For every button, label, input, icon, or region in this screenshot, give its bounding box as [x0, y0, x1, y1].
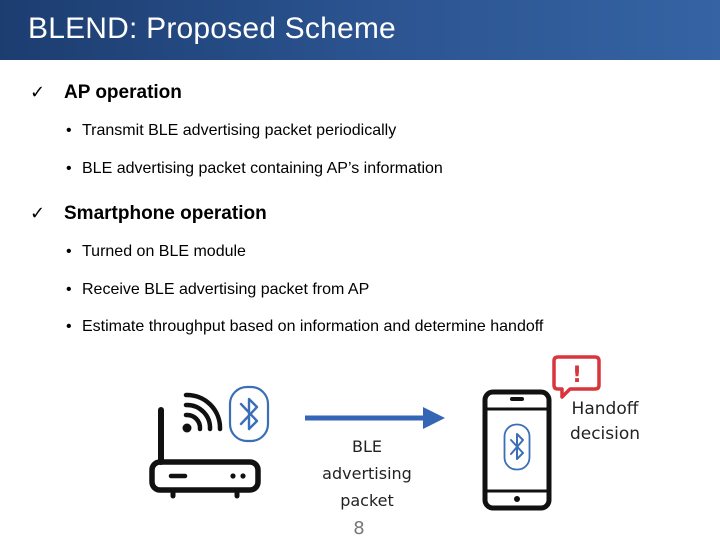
- arrow-label: BLE advertising packet: [312, 433, 422, 514]
- title-bar: BLEND: Proposed Scheme: [0, 0, 720, 60]
- section-title-ap: AP operation: [64, 82, 182, 103]
- bullet-item: • Receive BLE advertising packet from AP: [66, 281, 369, 299]
- bullet-item: • Transmit BLE advertising packet periodi…: [66, 122, 396, 140]
- bullet-item: • Turned on BLE module: [66, 243, 246, 261]
- bullet-dot: •: [66, 122, 72, 139]
- slide-title: BLEND: Proposed Scheme: [28, 12, 396, 45]
- arrow-icon: [305, 407, 445, 429]
- decision-label-line: Handoff: [571, 399, 639, 419]
- arrow-label-line: advertising: [322, 464, 412, 483]
- arrow-label-line: packet: [340, 491, 394, 510]
- bullet-text: Turned on BLE module: [82, 243, 246, 260]
- smartphone-icon: [482, 389, 552, 511]
- bluetooth-icon: [503, 423, 531, 471]
- arrow-label-line: BLE: [352, 437, 382, 456]
- bullet-dot: •: [66, 281, 72, 298]
- bullet-dot: •: [66, 243, 72, 260]
- decision-label-line: decision: [569, 424, 641, 444]
- check-icon: ✓: [30, 82, 46, 103]
- bullet-item: • BLE advertising packet containing AP’s …: [66, 160, 443, 178]
- bullet-text: Estimate throughput based on information…: [82, 318, 544, 335]
- bullet-dot: •: [66, 318, 72, 335]
- check-icon: ✓: [30, 203, 46, 224]
- decision-label: Handoff decision: [560, 397, 650, 447]
- bullet-text: Receive BLE advertising packet from AP: [82, 281, 370, 298]
- bullet-text: Transmit BLE advertising packet periodic…: [82, 122, 397, 139]
- bullet-dot: •: [66, 160, 72, 177]
- section-title-smartphone: Smartphone operation: [64, 203, 267, 224]
- page-number: 8: [353, 518, 365, 539]
- router-icon: [149, 392, 261, 499]
- bluetooth-icon: [228, 385, 270, 443]
- alert-symbol: !: [572, 363, 582, 388]
- bullet-item: • Estimate throughput based on informatio…: [66, 318, 543, 336]
- bullet-text: BLE advertising packet containing AP’s i…: [82, 160, 443, 177]
- alert-icon: !: [552, 355, 601, 399]
